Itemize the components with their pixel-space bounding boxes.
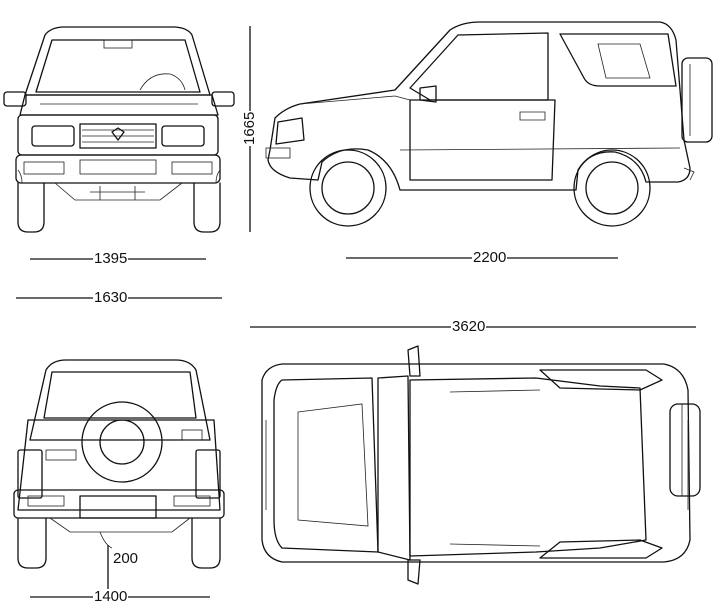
rear-track-label: 1400 bbox=[93, 588, 129, 605]
height-label: 1665 bbox=[241, 110, 258, 146]
front-width-label: 1630 bbox=[93, 289, 129, 306]
length-label: 3620 bbox=[451, 318, 487, 335]
dimension-lines bbox=[16, 26, 696, 600]
wheelbase-label: 2200 bbox=[472, 249, 508, 266]
front-view bbox=[3, 26, 235, 233]
front-track-label: 1395 bbox=[93, 250, 129, 267]
side-view bbox=[265, 21, 713, 227]
ground-clearance-label: 200 bbox=[112, 550, 140, 567]
rear-view bbox=[13, 359, 225, 569]
top-view bbox=[261, 345, 701, 585]
